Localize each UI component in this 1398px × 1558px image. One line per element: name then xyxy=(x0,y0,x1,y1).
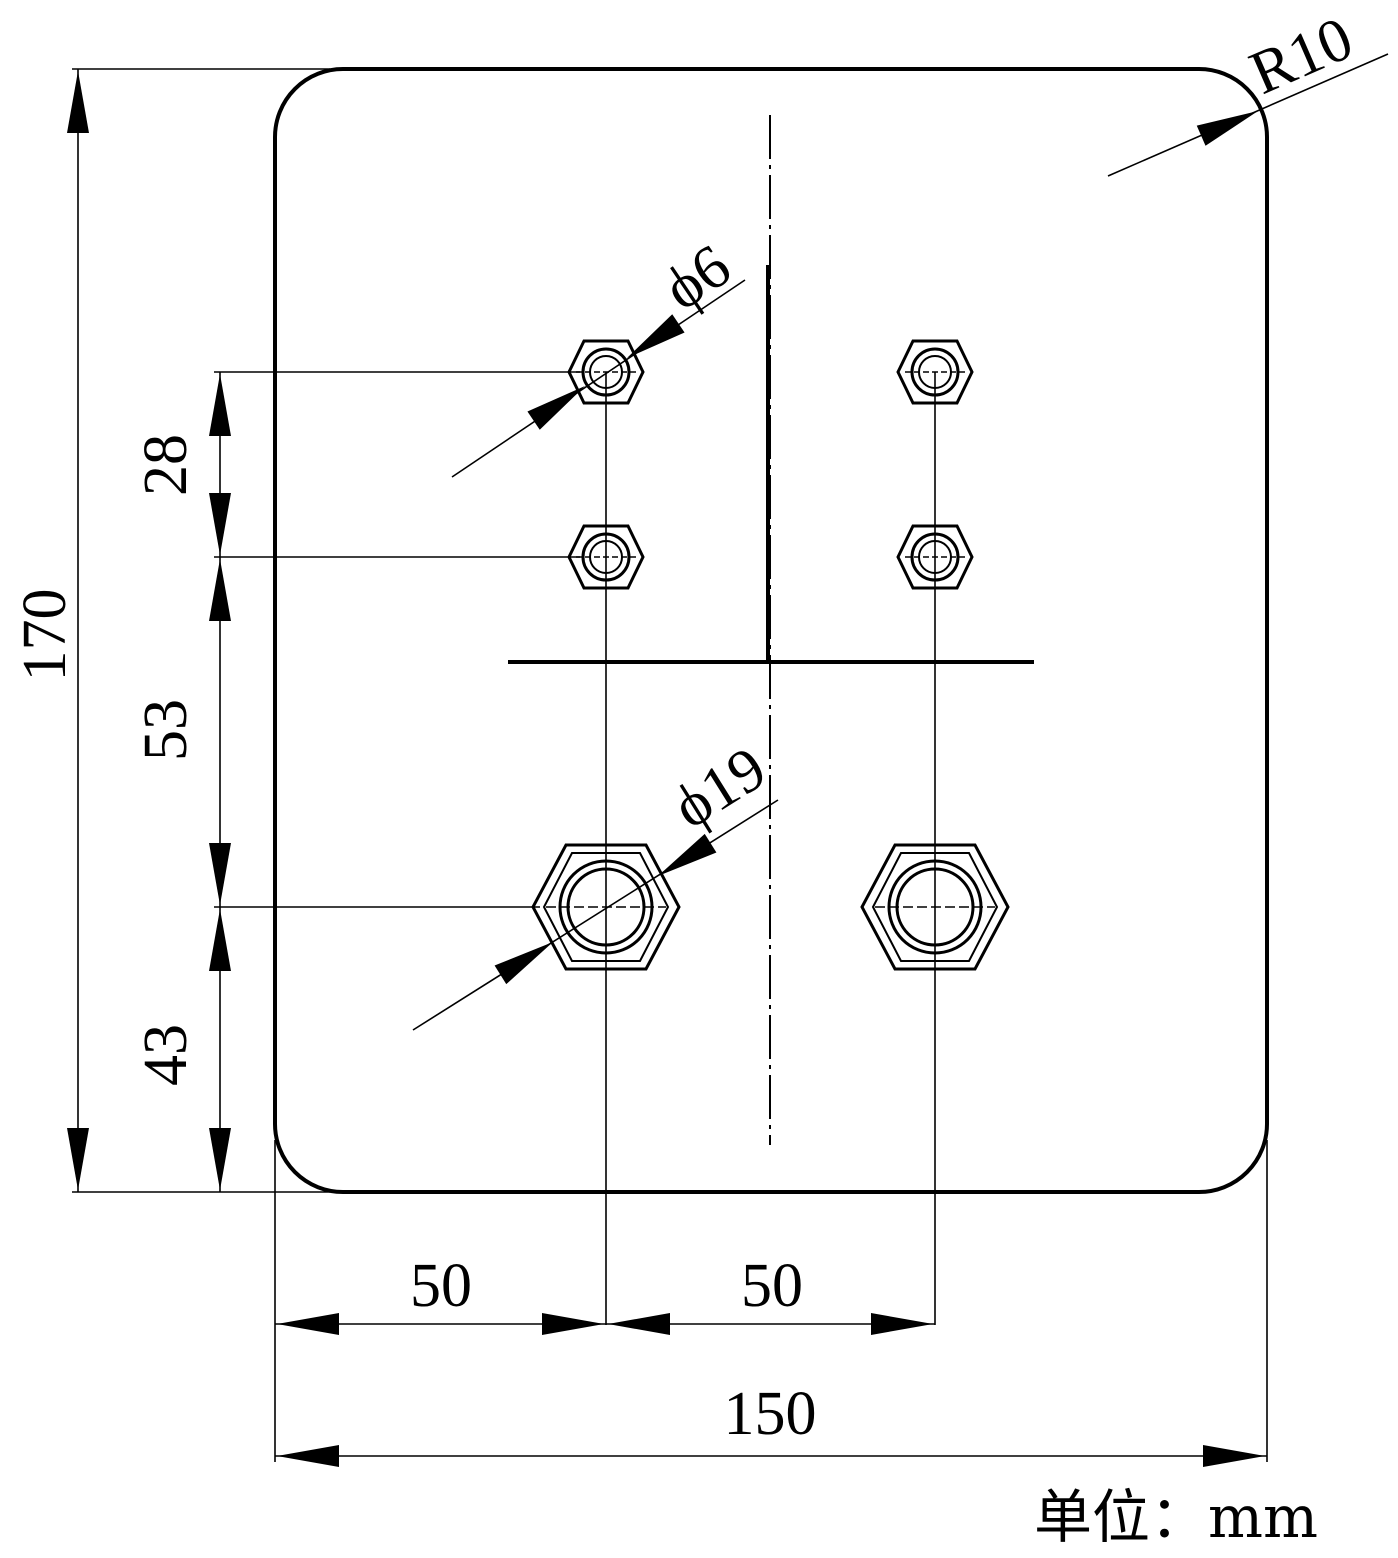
dim-28-label: 28 xyxy=(132,434,200,496)
dim-43-label: 43 xyxy=(132,1024,200,1086)
dim-50-left-label: 50 xyxy=(410,1252,472,1320)
unit-label: 单位：mm xyxy=(1034,1483,1318,1551)
dim-53-label: 53 xyxy=(132,699,200,761)
arrow-150-right xyxy=(1203,1445,1265,1467)
small-nut-top-left xyxy=(567,339,645,405)
small-nut-mid-left xyxy=(567,524,645,590)
dim-170-label: 170 xyxy=(11,589,79,682)
dim-r10-label: R10 xyxy=(1240,4,1362,108)
arrow-28-bottom xyxy=(209,493,231,555)
arrow-phi6-upper xyxy=(620,314,685,368)
dim-50-right-label: 50 xyxy=(741,1252,803,1320)
small-nut-top-right xyxy=(896,339,974,405)
arrow-150-left xyxy=(277,1445,339,1467)
arrow-50b-right xyxy=(871,1313,933,1335)
arrow-r10 xyxy=(1196,100,1263,146)
leader-phi19 xyxy=(412,799,779,1031)
dim-phi19-label: ϕ19 xyxy=(661,734,777,842)
leader-phi6 xyxy=(451,279,746,478)
plate-outline xyxy=(273,67,1269,1194)
arrow-50a-right xyxy=(542,1313,604,1335)
large-nut-left xyxy=(531,843,681,971)
arrow-phi6-lower xyxy=(527,376,592,430)
dim-phi6-label: ϕ6 xyxy=(652,232,743,324)
arrow-43-top xyxy=(209,909,231,971)
large-nut-right xyxy=(860,843,1010,971)
arrow-50a-left xyxy=(277,1313,339,1335)
small-nut-mid-right xyxy=(896,524,974,590)
arrow-28-top xyxy=(209,374,231,436)
arrow-43-bottom xyxy=(209,1128,231,1190)
arrow-53-top xyxy=(209,559,231,621)
dim-150-label: 150 xyxy=(724,1380,817,1448)
arrow-170-top xyxy=(67,71,89,133)
arrow-53-bottom xyxy=(209,843,231,905)
arrow-50b-left xyxy=(608,1313,670,1335)
arrow-170-bottom xyxy=(67,1128,89,1190)
